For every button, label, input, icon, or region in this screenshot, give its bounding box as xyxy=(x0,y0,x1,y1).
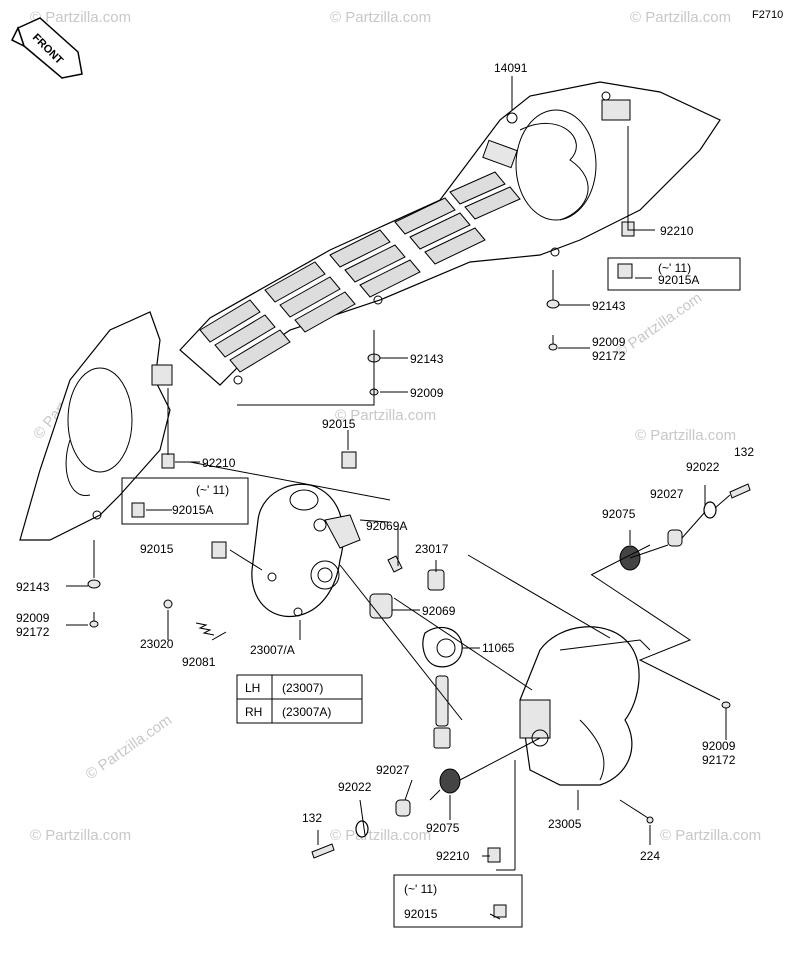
part-number: 92027 xyxy=(376,763,410,777)
part-number: 92022 xyxy=(338,780,372,794)
bulbs xyxy=(369,555,463,749)
part-number: 132 xyxy=(302,811,322,825)
lh-rh-legend: LH (23007) RH (23007A) xyxy=(236,674,363,724)
note-box-top xyxy=(607,257,741,291)
headlight-right-23005 xyxy=(519,626,651,786)
part-number: 92009 xyxy=(592,335,626,349)
part-number: 92015A xyxy=(658,273,699,287)
legend-side-rh: RH xyxy=(245,705,262,719)
part-number: 92015 xyxy=(140,542,174,556)
part-number: 92069 xyxy=(422,604,456,618)
part-number: 92143 xyxy=(592,299,626,313)
part-number: 92069A xyxy=(366,519,407,533)
leader-lines xyxy=(66,76,731,920)
part-number: 92075 xyxy=(426,821,460,835)
front-arrow-icon: FRONT xyxy=(10,17,83,79)
watermark: © Partzilla.com xyxy=(335,407,436,424)
part-number: 92172 xyxy=(592,349,626,363)
part-number: 92210 xyxy=(436,849,470,863)
note-label: (~' 11) xyxy=(196,483,229,497)
part-number: 23005 xyxy=(548,817,582,831)
part-number: 92075 xyxy=(602,507,636,521)
part-number: 92210 xyxy=(660,224,694,238)
part-number: 23020 xyxy=(140,637,174,651)
part-labels: 14091 92210 (~' 11) 92015A 92143 92009 9… xyxy=(16,61,754,921)
left-fairing xyxy=(19,311,173,541)
part-number: 224 xyxy=(640,849,660,863)
headlight-left-23007 xyxy=(251,483,361,618)
part-number: 92022 xyxy=(686,460,720,474)
legend-part-lh: (23007) xyxy=(282,681,323,695)
part-number: 92009 xyxy=(16,611,50,625)
part-number: 14091 xyxy=(494,61,528,75)
watermark: © Partzilla.com xyxy=(630,9,731,26)
legend-part-rh: (23007A) xyxy=(282,705,331,719)
part-number: 92027 xyxy=(650,487,684,501)
watermark: © Partzilla.com xyxy=(330,9,431,26)
part-number: 23007/A xyxy=(250,643,295,657)
part-number: 92143 xyxy=(16,580,50,594)
note-label: (~' 11) xyxy=(658,261,691,275)
watermark: © Partzilla.com xyxy=(83,711,176,783)
part-number: 92081 xyxy=(182,655,216,669)
part-number: 132 xyxy=(734,445,754,459)
note-box-bottom xyxy=(393,874,523,928)
part-number: 92143 xyxy=(410,352,444,366)
watermark: © Partzilla.com xyxy=(635,427,736,444)
watermark: © Partzilla.com xyxy=(660,827,761,844)
watermark: © Partzilla.com xyxy=(30,9,131,26)
part-number: 11065 xyxy=(482,641,515,655)
part-number: 92009 xyxy=(702,739,736,753)
watermark: © Partzilla.com xyxy=(330,827,431,844)
part-number: 92009 xyxy=(410,386,444,400)
note-box-left xyxy=(121,477,249,525)
part-number: 92015A xyxy=(172,503,213,517)
part-number: 23017 xyxy=(415,542,449,556)
legend-side-lh: LH xyxy=(245,681,260,695)
upper-cowl-14091 xyxy=(179,81,721,386)
part-number: 92172 xyxy=(702,753,736,767)
part-number: 92015 xyxy=(404,907,438,921)
watermark: © Partzilla.com xyxy=(613,289,706,361)
watermark: © Partzilla.com xyxy=(30,827,131,844)
part-number: 92015 xyxy=(322,417,356,431)
hardware xyxy=(87,221,751,918)
figure-id: F2710 xyxy=(752,9,783,21)
part-number: 92172 xyxy=(16,625,50,639)
note-label: (~' 11) xyxy=(404,882,437,896)
part-number: 92210 xyxy=(202,456,236,470)
